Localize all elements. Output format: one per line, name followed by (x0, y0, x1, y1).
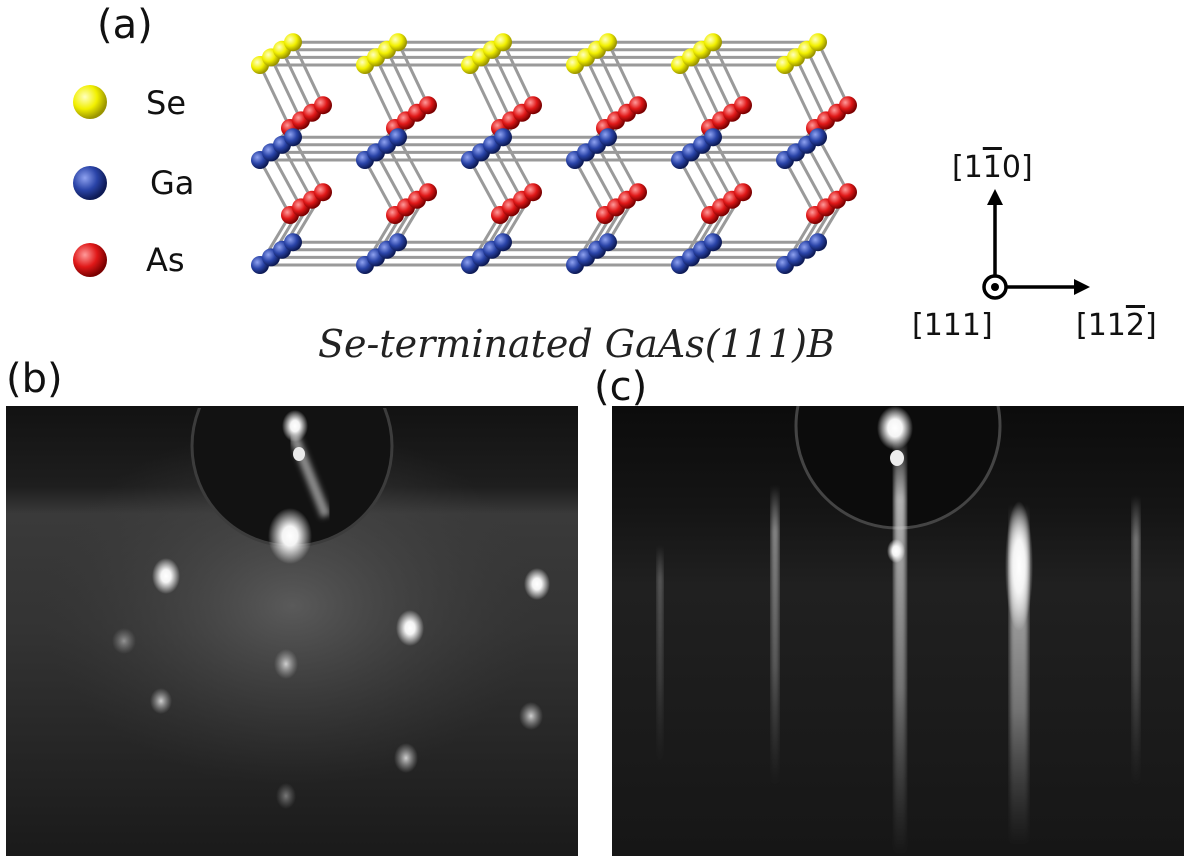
axis-right-bar-digit: 2 (1125, 308, 1145, 343)
rheed-pattern-b (6, 406, 578, 856)
axis-label-right: [112] (1076, 308, 1157, 343)
ga-atom-icon (599, 233, 617, 252)
legend-label-ga: Ga (150, 164, 195, 202)
ga-atom-icon (389, 128, 407, 147)
se-atom-icon (284, 33, 302, 52)
as-marker-icon (73, 243, 107, 277)
as-atom-icon (839, 183, 857, 202)
as-atom-icon (314, 183, 332, 202)
axis-right-open: [11 (1076, 308, 1126, 343)
ga-atom-icon (284, 233, 302, 252)
as-atom-icon (524, 96, 542, 115)
ga-atom-icon (809, 233, 827, 252)
ga-atom-icon (599, 128, 617, 147)
axis-label-out: [111] (912, 308, 993, 343)
ga-atom-icon (704, 128, 722, 147)
ga-atom-icon (494, 128, 512, 147)
as-atom-icon (839, 96, 857, 115)
rheed-pattern-c (612, 406, 1184, 856)
panel-c-label: (c) (594, 364, 648, 410)
axis-up-close: 0] (1001, 150, 1033, 185)
crystal-structure-illustration (251, 33, 857, 274)
axis-up-bar-digit: 1 (982, 150, 1002, 185)
atom-layer (251, 33, 857, 274)
se-atom-icon (599, 33, 617, 52)
se-atom-icon (809, 33, 827, 52)
se-marker-icon (73, 85, 107, 119)
panel-b-label: (b) (6, 356, 63, 402)
as-atom-icon (629, 183, 647, 202)
axis-label-up: [110] (952, 150, 1033, 185)
legend-label-as: As (146, 241, 185, 279)
ga-atom-icon (494, 233, 512, 252)
ga-atom-icon (809, 128, 827, 147)
structure-caption: Se-terminated GaAs(111)B (318, 322, 835, 366)
as-atom-icon (419, 96, 437, 115)
panel-a-label: (a) (97, 2, 153, 48)
se-atom-icon (704, 33, 722, 52)
se-atom-icon (494, 33, 512, 52)
atom-legend: Se Ga As (70, 80, 220, 280)
se-atom-icon (389, 33, 407, 52)
as-atom-icon (629, 96, 647, 115)
as-atom-icon (524, 183, 542, 202)
axis-arrows-icon (982, 189, 1090, 300)
ga-atom-icon (389, 233, 407, 252)
ga-atom-icon (704, 233, 722, 252)
as-atom-icon (314, 96, 332, 115)
axis-up-open: [1 (952, 150, 983, 185)
axis-right-close: ] (1144, 308, 1157, 343)
bond-network (258, 40, 850, 267)
legend-label-se: Se (146, 84, 186, 122)
as-atom-icon (734, 96, 752, 115)
as-atom-icon (734, 183, 752, 202)
as-atom-icon (419, 183, 437, 202)
ga-atom-icon (284, 128, 302, 147)
ga-marker-icon (73, 166, 107, 200)
legend-markers (73, 85, 107, 277)
